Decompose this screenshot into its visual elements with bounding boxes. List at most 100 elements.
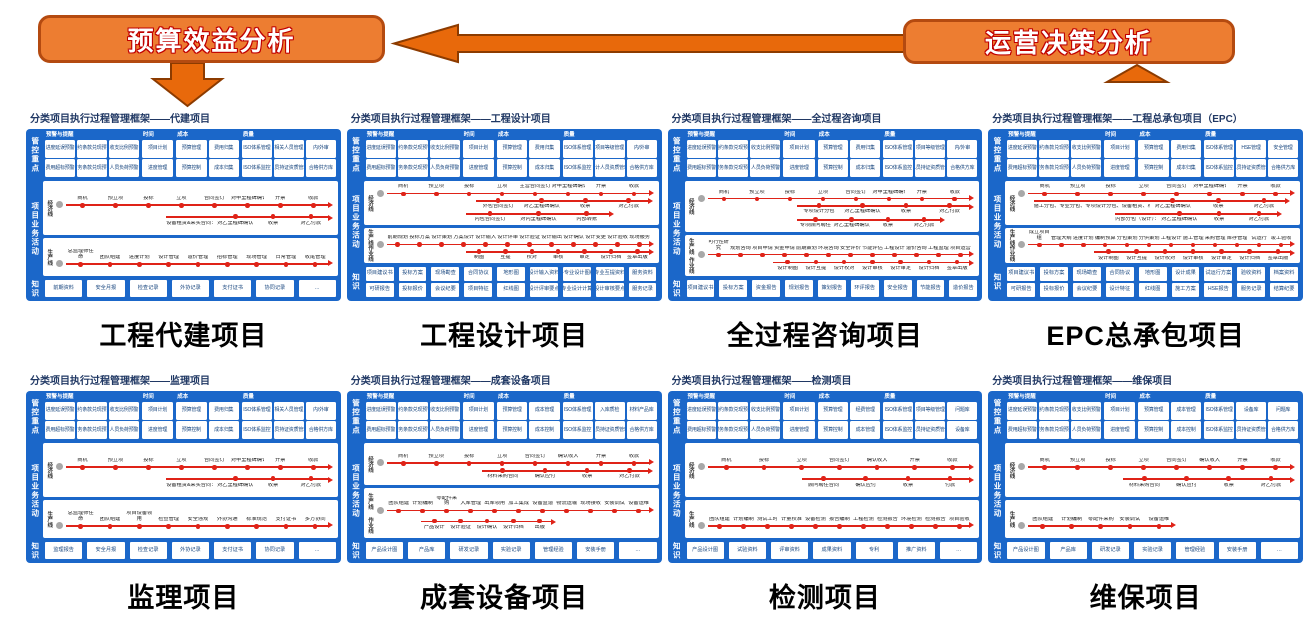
knowledge-item: 安装手册 <box>1218 542 1256 559</box>
flow-node-label: 进度计划 <box>128 254 150 260</box>
flow-node: 开票 <box>585 446 618 467</box>
knowledge-item: 协同记录 <box>256 542 294 559</box>
tag-button: 人员持证资质管理 <box>915 421 946 439</box>
flow-node-label: 总监理师任命 <box>67 249 94 260</box>
flow-dot <box>1108 465 1113 470</box>
flow-node-label: 签章出版 <box>946 265 968 271</box>
flow-line: 商机预立项投标立项合同签订对甲里程碑确认开票收款 <box>56 450 333 471</box>
flow-node: 总监理师任命 <box>66 247 95 268</box>
flow-dot <box>1190 242 1196 248</box>
flow-node: 对甲里程碑确认 <box>1193 183 1226 197</box>
flow-dot <box>860 203 865 208</box>
flow-dot <box>627 468 632 473</box>
flow-node: 投标 <box>1094 183 1127 197</box>
flow-dot <box>1075 465 1080 470</box>
flow-node: 环境咨询 <box>817 237 839 258</box>
flow-node: 设计校对 <box>1151 248 1179 261</box>
flow-dot <box>1234 242 1240 248</box>
flow-node: 预立项 <box>1061 450 1094 471</box>
line-label: 经济线 <box>687 198 694 215</box>
flow-node: 对乙付款 <box>292 213 330 228</box>
tag-button: 合格供方库 <box>1268 159 1298 177</box>
flow-node-label: 收款 <box>1270 184 1281 190</box>
flow-dot <box>444 508 449 514</box>
flow-node-label: 计划编制 <box>412 501 434 507</box>
flow-node-label: 投标 <box>1105 184 1116 190</box>
flow-area: 商机预立项投标立项合同签订对甲里程碑确认开票收款设备租赁&采买合同：对乙里程碑确… <box>54 181 338 235</box>
flow-dot <box>1219 249 1224 255</box>
tag-button: ISO体系管理 <box>241 140 272 158</box>
tag-button: 收支比例预警 <box>1071 402 1102 420</box>
flow-line: 顾问聘任合同确认应付收票付款 <box>802 475 975 490</box>
flow-dot <box>505 242 510 248</box>
flow-node: 立项 <box>806 183 839 202</box>
tag-button: 预算管理 <box>496 140 528 158</box>
flow-dot <box>499 191 505 197</box>
line-label: 作业线 <box>367 516 373 534</box>
flow-node-label: 竣工验收 <box>1270 235 1292 241</box>
flow-dot <box>278 203 283 208</box>
business-cards: 经济线商机投标立项合同签订确认收入开票收款顾问聘任合同确认应付收票付款生产线团队… <box>684 443 980 538</box>
control-group-header: 预警与提醒 <box>46 132 74 138</box>
flow-node-label: 对甲里程碑确认 <box>872 189 906 195</box>
flow-dot <box>724 465 729 470</box>
flow-dot <box>571 242 576 248</box>
side-label-control: 管控重点 <box>672 399 682 435</box>
flow-node: 收款 <box>297 450 330 471</box>
flow-node: 投标 <box>132 188 165 209</box>
knowledge-item: 支付证书 <box>214 542 252 559</box>
flow-area: 商机预立项投标立项合同签订确认收入开票收款材料采购合同确认应付收票对乙付款 <box>1016 443 1300 497</box>
control-button-row: 费用超标预警财务条款兑现预警人员负荷预警 <box>45 421 139 439</box>
flow-area: 商机预立项投标立项合同签订对甲里程碑确认开票收款设备租赁&采买合同：对乙里程碑确… <box>54 443 338 497</box>
flow-node: 外协沟通 <box>213 509 242 530</box>
tag-button: 预算管理 <box>176 140 207 158</box>
flow-node: 主营合同签订 <box>519 183 552 197</box>
flow-node: 进度计划 <box>125 247 154 268</box>
flow-dot <box>542 468 548 473</box>
knowledge-item: 设计成果 <box>1171 267 1200 281</box>
flow-node-label: 多方协同 <box>304 516 326 522</box>
flow-node: 设计评审 <box>497 230 519 248</box>
flow-node-label: 设计审定 <box>890 265 912 271</box>
flow-dot <box>433 191 439 197</box>
tag-button: 成本管理 <box>1170 402 1202 420</box>
flow-start-dot <box>697 250 705 258</box>
flow-dot <box>254 261 259 267</box>
control-button-row: 项目计划 <box>141 402 174 420</box>
knowledge-rows: 项目建议书投标方案现场勘查合同协议地形图设计输入资料各专业设计图纸专业互提资料服… <box>364 266 659 298</box>
flow-dot <box>439 242 444 248</box>
flow-node: 对乙里程碑确认 <box>833 216 870 230</box>
flow-node-label: 检测报告 <box>924 516 946 522</box>
control-button-row: 项目计划 <box>462 402 494 420</box>
tag-button: 成本归集 <box>529 159 560 177</box>
flow-dot <box>527 242 532 248</box>
flow-node-label: 前期规划 <box>387 235 409 241</box>
tag-button: ISO体系监控 <box>562 421 593 439</box>
flow-node-label: 开票 <box>595 453 607 459</box>
flow-node-label: 校对 <box>526 255 537 261</box>
flow-node: 收票 <box>1196 197 1242 210</box>
line-label: 生产线 <box>46 510 53 528</box>
control-button-row: 费用超标预警财务条款兑现预警人员负荷预警 <box>365 421 460 439</box>
control-button-row: ISO体系管理项目等级管理内/外审 <box>883 140 978 158</box>
tag-button: 收支比例预警 <box>750 140 781 158</box>
flow-dot <box>540 508 545 514</box>
flow-dot <box>78 261 83 267</box>
knowledge-item: 结算纪要 <box>1270 283 1298 297</box>
control-group-header: 成本 <box>497 394 509 400</box>
control-button-row: 预算管理费用归集 <box>176 402 239 420</box>
flow-node: 对乙里程碑确认 <box>216 213 254 228</box>
flow-node-label: 材料采购合同 <box>1128 482 1160 488</box>
flow-dot <box>631 461 637 466</box>
flow-node: 招标管理 <box>213 247 242 268</box>
project-panel-cell: 分类项目执行过程管理框架——全过程咨询项目管控重点预警与提醒进度延误预警履约条款… <box>667 110 983 353</box>
control-button-row: 进度延误预警履约条款兑现预警收支比例预警 <box>365 140 460 158</box>
flow-node: 签章出版 <box>624 248 650 261</box>
tag-button: ISO体系监控 <box>883 159 914 177</box>
knowledge-item: 监理报告 <box>45 542 83 559</box>
flow-node: 设计校对 <box>830 259 858 274</box>
flow-node-label: 确认收入 <box>557 453 579 459</box>
flow-card-labels: 经济线 <box>43 181 54 235</box>
flow-node: 对乙付款 <box>928 202 972 216</box>
flow-dot <box>1273 465 1278 470</box>
